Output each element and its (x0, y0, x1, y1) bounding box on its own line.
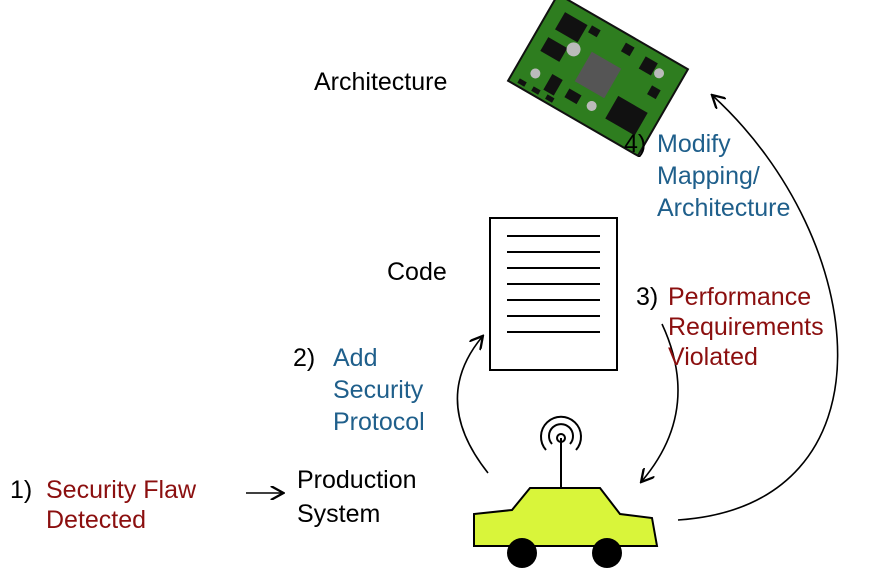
step3-line3: Violated (668, 343, 758, 371)
step2-line2: Security (333, 376, 424, 404)
production-system-label-line1: Production (297, 466, 417, 494)
circuit-board-icon (506, 0, 690, 158)
step4-line1: Modify (657, 130, 731, 158)
arrow-step4 (677, 96, 839, 521)
step3-line2: Requirements (668, 313, 824, 341)
architecture-label: Architecture (314, 68, 448, 96)
step4-line2: Mapping/ (657, 162, 760, 190)
step1-line2: Detected (46, 506, 147, 534)
step4-line3: Architecture (657, 194, 791, 222)
document-icon (489, 217, 618, 371)
arrow-step3 (642, 323, 679, 481)
car-antenna-icon (473, 415, 659, 568)
step3-line1: Performance (668, 283, 812, 311)
production-system-label-line2: System (297, 500, 381, 528)
step1-line1: Security Flaw (46, 476, 197, 504)
step1-number: 1) (10, 476, 33, 504)
step2-number: 2) (293, 344, 316, 372)
step3-number: 3) (636, 283, 659, 311)
code-label: Code (387, 258, 447, 286)
step2-line3: Protocol (333, 408, 425, 436)
step4-number: 4) (624, 130, 647, 158)
step2-line1: Add (333, 344, 378, 372)
arrow-step2 (456, 337, 489, 474)
